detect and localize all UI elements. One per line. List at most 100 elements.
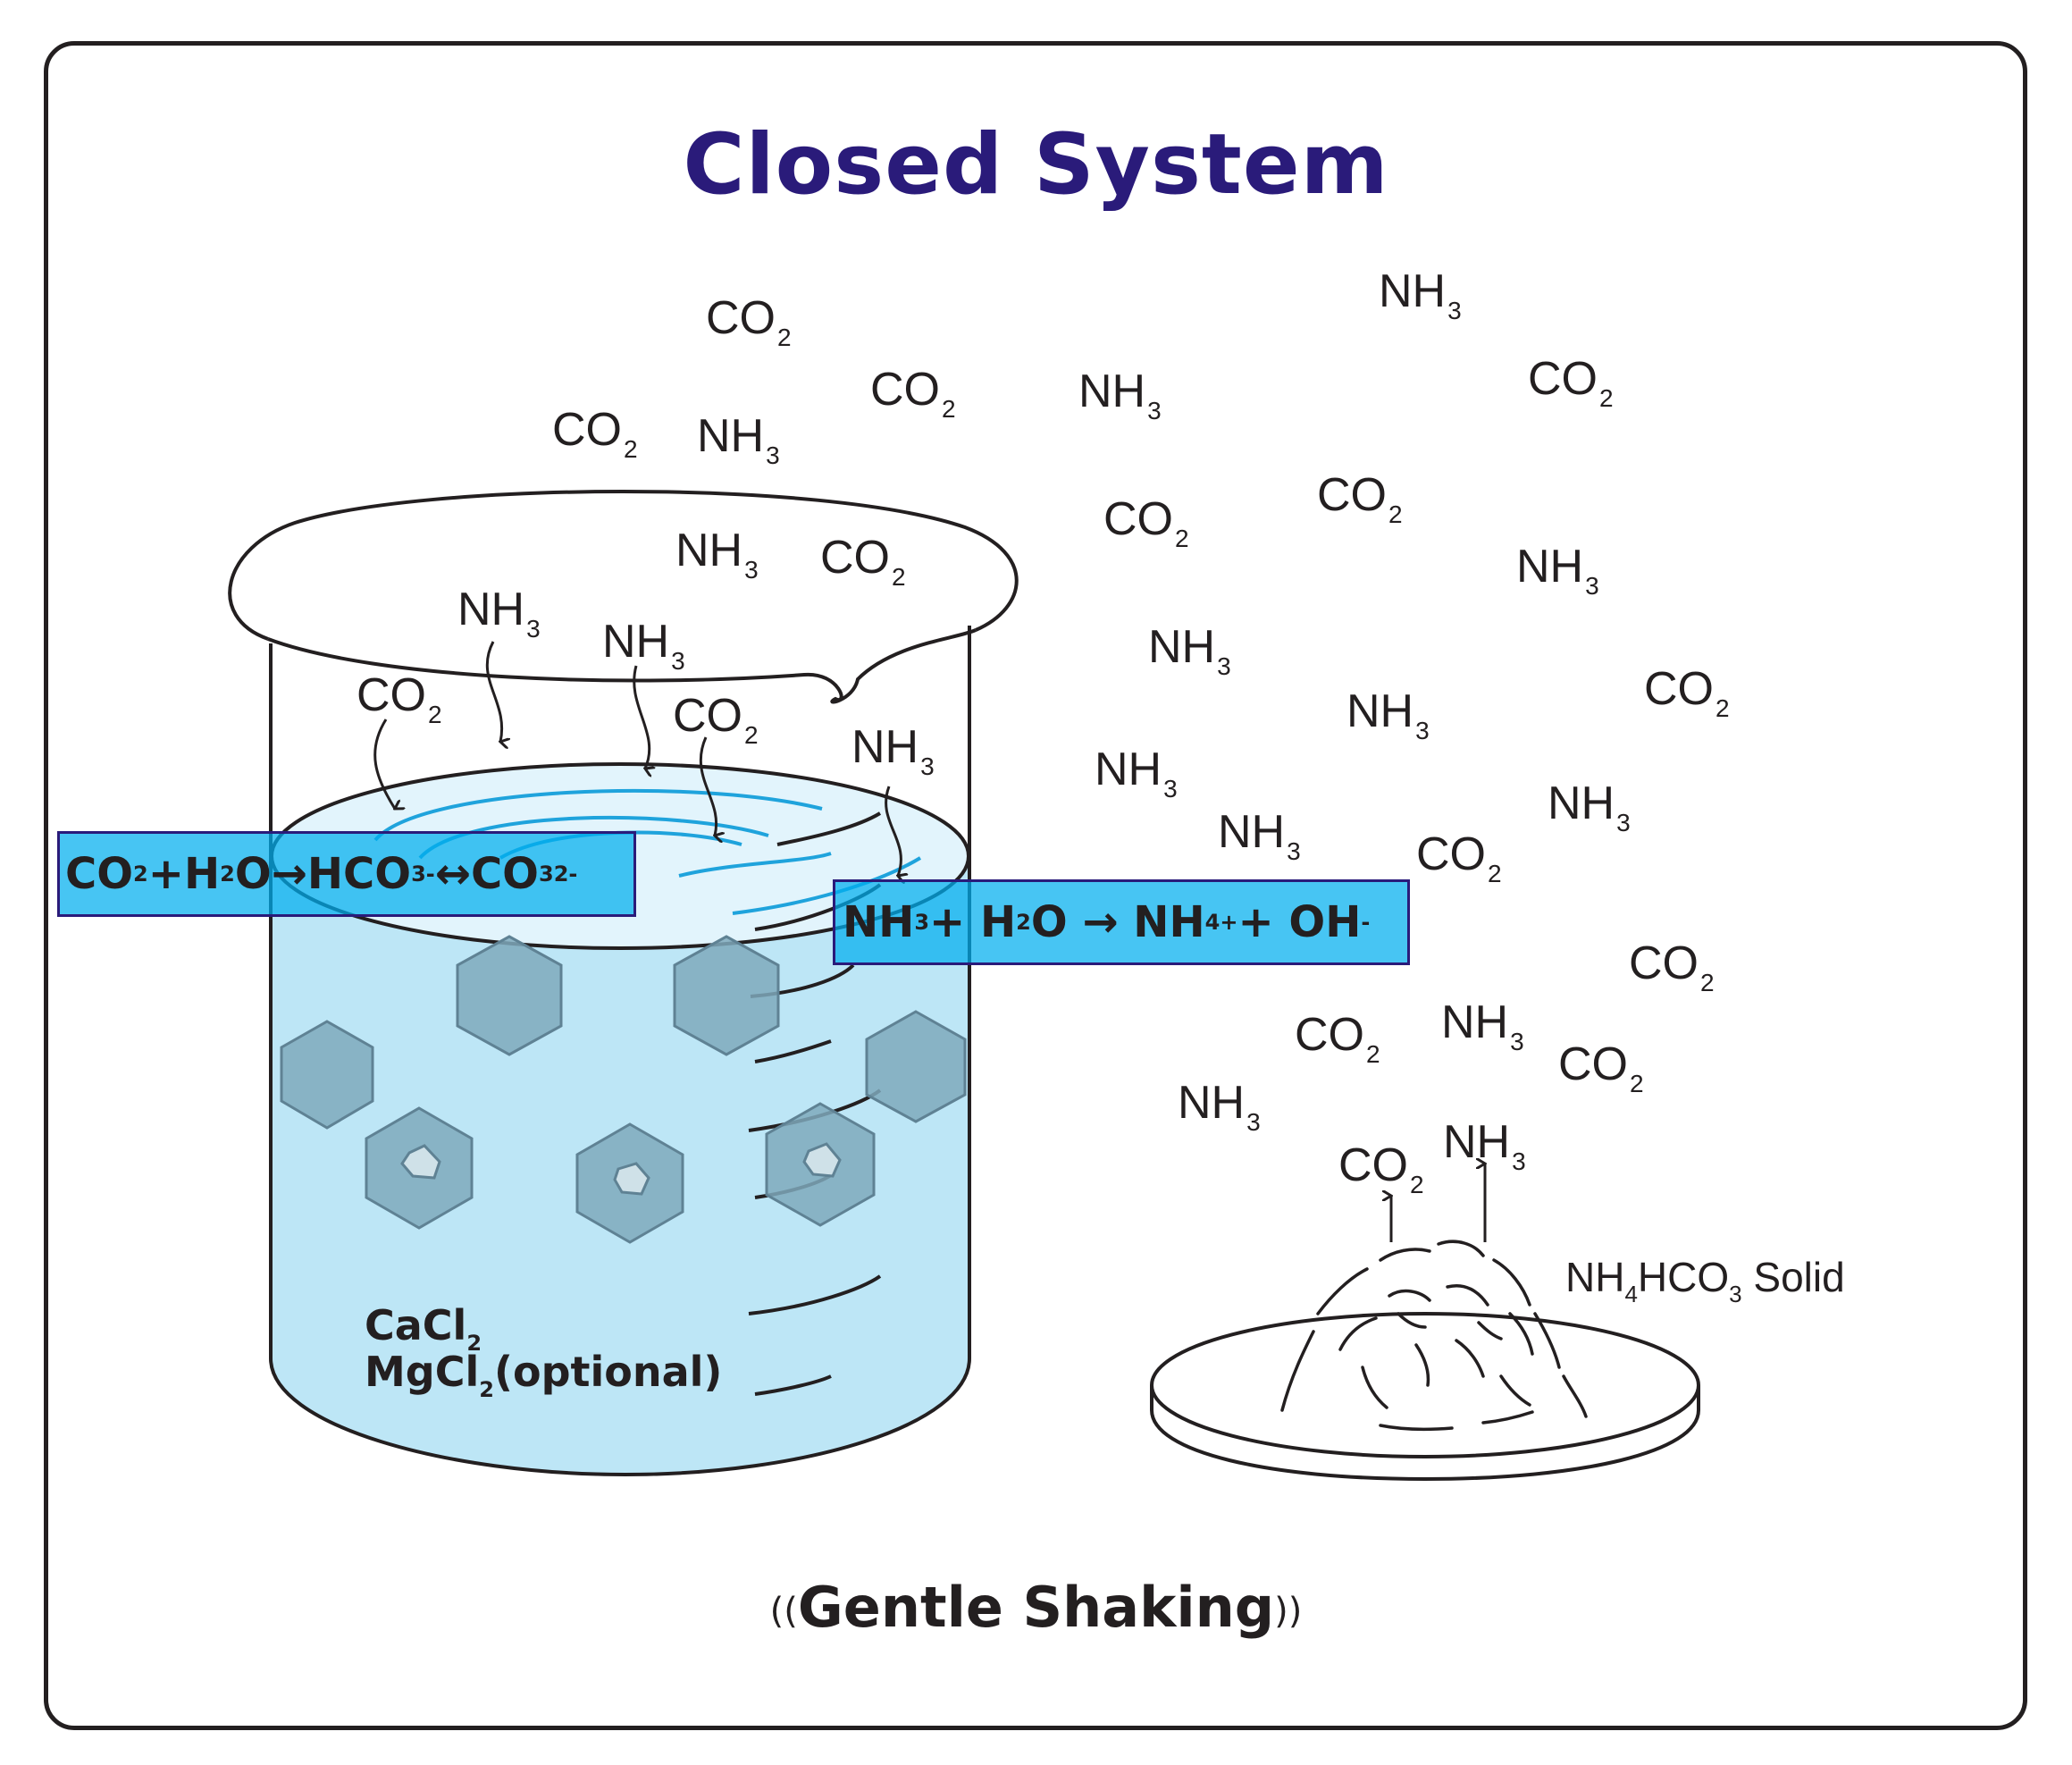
- molecule-formula: NH: [1078, 366, 1146, 417]
- molecule-formula: NH: [1178, 1077, 1246, 1129]
- molecule-subscript: 2: [777, 324, 792, 351]
- co2-molecule: CO2: [1528, 356, 1614, 411]
- co2-molecule: CO2: [870, 366, 956, 422]
- molecule-subscript: 2: [942, 395, 956, 423]
- eq-text: ↔CO: [434, 849, 539, 899]
- molecule-subscript: 2: [1366, 1040, 1380, 1068]
- molecule-subscript: 3: [1585, 572, 1599, 600]
- nh3-molecule: NH3: [602, 618, 685, 674]
- molecule-subscript: 2: [1599, 384, 1614, 412]
- molecule-formula: CO: [1295, 1009, 1364, 1061]
- molecule-formula: NH: [1443, 1116, 1511, 1168]
- co2-molecule: CO2: [1558, 1041, 1644, 1097]
- solution-label-mgcl2: MgCl2(optional): [365, 1351, 722, 1400]
- molecule-formula: NH: [1095, 744, 1162, 795]
- solid-text: HCO: [1637, 1254, 1730, 1300]
- eq-subscript: 2: [220, 861, 235, 887]
- caption: ((Gentle Shaking)): [0, 1575, 2072, 1640]
- eq-subscript: 4: [1204, 910, 1221, 935]
- eq-subscript: 3: [914, 910, 930, 935]
- diagram-title: Closed System: [683, 116, 1389, 214]
- nh3-molecule: NH3: [851, 724, 935, 779]
- nh3-molecule: NH3: [1178, 1080, 1261, 1135]
- molecule-formula: CO: [870, 364, 940, 416]
- molecule-subscript: 3: [1217, 652, 1231, 680]
- eq-text: NH: [843, 897, 915, 947]
- co2-molecule: CO2: [1317, 472, 1403, 527]
- molecule-formula: CO: [1629, 937, 1699, 989]
- eq-text: CO: [65, 849, 134, 899]
- molecule-formula: CO: [1528, 353, 1598, 405]
- molecule-formula: CO: [1103, 493, 1173, 545]
- petri-dish-icon: [1150, 1312, 1700, 1482]
- molecule-formula: CO: [1317, 469, 1387, 521]
- diagram-frame: [44, 41, 2027, 1730]
- molecule-subscript: 2: [624, 435, 638, 463]
- caption-text: Gentle Shaking: [797, 1575, 1275, 1640]
- chem-text: MgCl: [365, 1348, 480, 1396]
- nh3-molecule: NH3: [1548, 780, 1631, 836]
- chem-subscript: 2: [479, 1377, 494, 1402]
- molecule-subscript: 3: [744, 556, 759, 584]
- molecule-formula: NH: [1148, 621, 1216, 673]
- molecule-subscript: 2: [1630, 1070, 1644, 1097]
- molecule-formula: CO: [357, 669, 426, 721]
- co2-molecule: CO2: [1416, 831, 1502, 887]
- solid-label: NH4HCO3 Solid: [1565, 1253, 1845, 1308]
- solution-label-cacl2: CaCl2: [365, 1305, 482, 1354]
- molecule-subscript: 2: [1715, 694, 1730, 722]
- eq-text: + H: [929, 897, 1017, 947]
- eq-text: O → NH: [1030, 897, 1205, 947]
- molecule-formula: NH: [1346, 685, 1414, 737]
- co2-molecule: CO2: [1338, 1142, 1424, 1198]
- eq-subscript: 2: [1016, 910, 1031, 935]
- molecule-formula: CO: [820, 532, 890, 584]
- nh3-molecule: NH3: [1148, 624, 1231, 679]
- eq-subscript: 2: [133, 861, 148, 887]
- co2-molecule: CO2: [552, 407, 638, 462]
- molecule-formula: NH: [457, 584, 525, 635]
- molecule-subscript: 3: [1447, 297, 1462, 324]
- molecule-subscript: 3: [526, 615, 541, 643]
- eq-text: +H: [147, 849, 221, 899]
- solid-pile-icon: [1280, 1240, 1588, 1431]
- eq-superscript: +: [1220, 910, 1238, 935]
- molecule-formula: NH: [851, 721, 919, 773]
- molecule-formula: NH: [1218, 806, 1286, 858]
- nh3-molecule: NH3: [697, 413, 780, 468]
- molecule-subscript: 2: [744, 721, 759, 749]
- molecule-subscript: 3: [1616, 809, 1631, 836]
- eq-subscript: 3: [411, 861, 426, 887]
- eq-text: + OH: [1237, 897, 1362, 947]
- molecule-subscript: 2: [892, 563, 906, 591]
- molecule-subscript: 2: [1410, 1171, 1424, 1198]
- nh3-molecule: NH3: [675, 527, 759, 583]
- co2-molecule: CO2: [1629, 940, 1715, 996]
- eq-superscript: -: [1361, 910, 1371, 935]
- chem-text: (optional): [493, 1348, 723, 1396]
- caption-deco-left: ((: [769, 1591, 798, 1632]
- molecule-formula: NH: [1379, 265, 1447, 317]
- molecule-formula: CO: [1558, 1038, 1628, 1090]
- eq-subscript: 3: [538, 861, 554, 887]
- molecule-subscript: 2: [428, 701, 442, 728]
- eq-superscript: -: [425, 861, 435, 887]
- nh3-molecule: NH3: [1516, 543, 1599, 599]
- molecule-formula: CO: [673, 690, 742, 742]
- nh3-molecule: NH3: [1379, 268, 1462, 324]
- molecule-subscript: 3: [1287, 837, 1301, 865]
- molecule-subscript: 3: [1510, 1028, 1524, 1055]
- arrow-icon: [373, 641, 1485, 1242]
- solid-subscript: 3: [1729, 1281, 1742, 1307]
- nh3-molecule: NH3: [1078, 368, 1162, 424]
- co2-molecule: CO2: [673, 693, 759, 748]
- solid-text: Solid: [1741, 1254, 1845, 1300]
- co2-molecule: CO2: [706, 295, 792, 350]
- molecule-subscript: 3: [1512, 1147, 1526, 1175]
- molecule-formula: CO: [1416, 828, 1486, 880]
- co2-molecule: CO2: [357, 672, 442, 727]
- chem-subscript: 2: [466, 1331, 482, 1356]
